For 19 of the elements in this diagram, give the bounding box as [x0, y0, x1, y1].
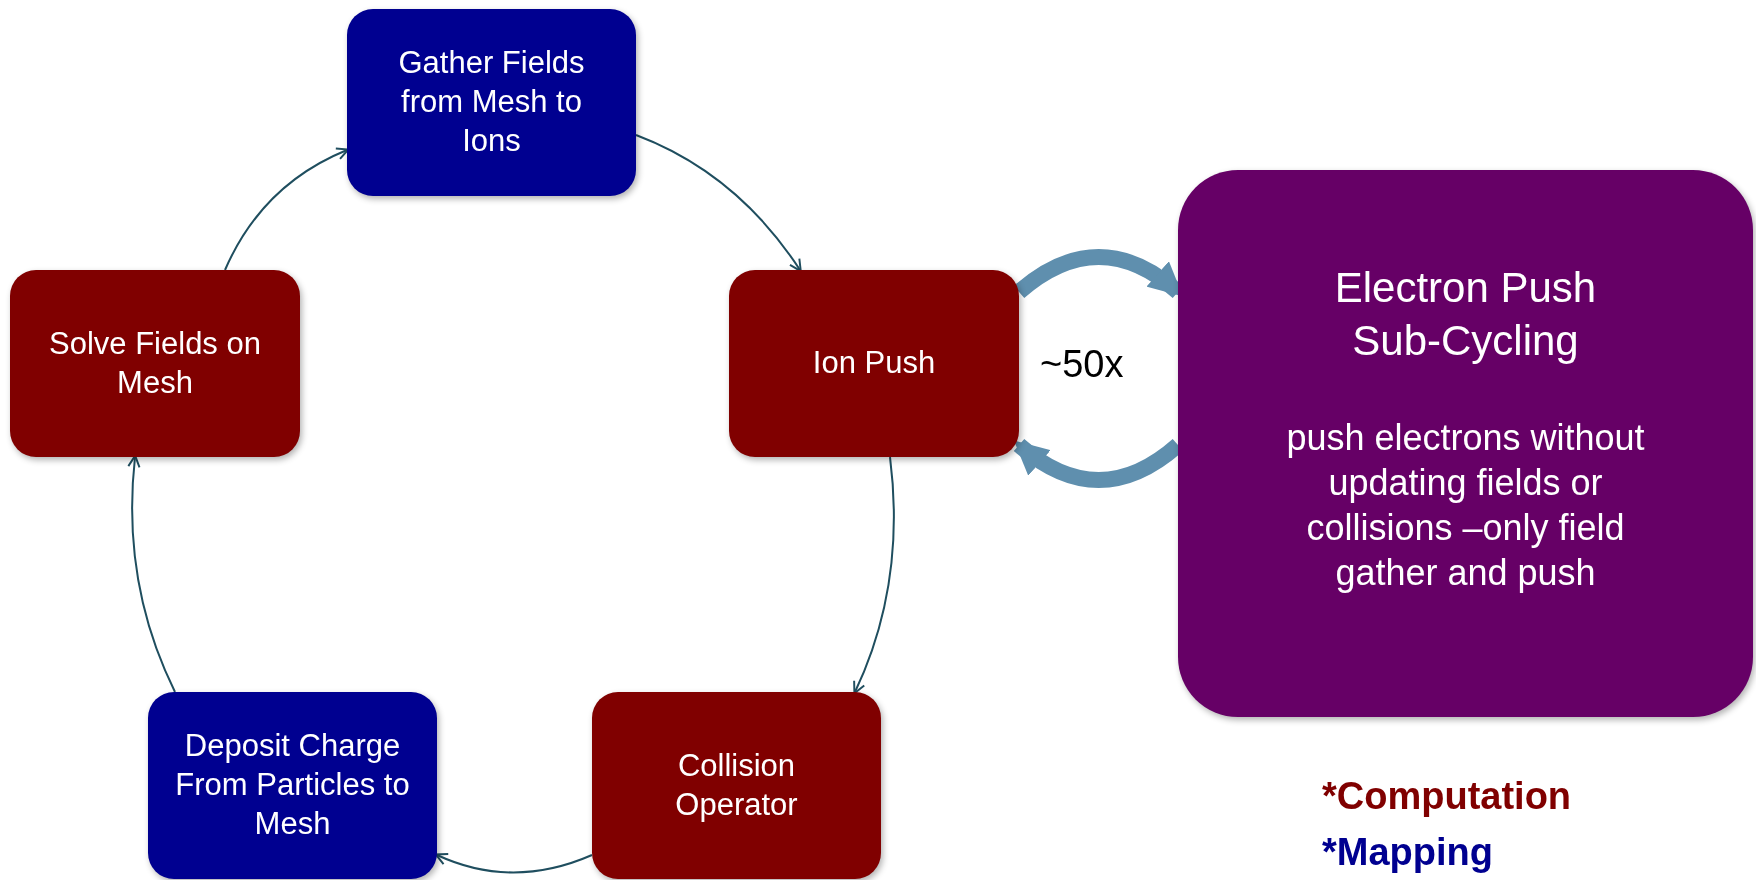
- process-box: [592, 692, 881, 879]
- process-box: [10, 270, 300, 457]
- box-label: Gather Fields from Mesh to Ions: [397, 44, 586, 160]
- process-box: [347, 9, 636, 196]
- curved-arrow: [635, 134, 802, 273]
- box-label: Deposit Charge From Particles to Mesh: [174, 727, 411, 843]
- panel-title: Electron Push Sub-Cycling: [1333, 263, 1598, 366]
- box-label: Ion Push: [812, 344, 936, 383]
- curved-arrow: [127, 454, 176, 693]
- process-box: [148, 692, 437, 879]
- process-box: [729, 270, 1019, 457]
- box-label: Collision Operator: [674, 746, 799, 824]
- process-panel: [1178, 170, 1753, 717]
- box-label: Solve Fields on Mesh: [48, 324, 262, 402]
- legend-entry: *Computation: [1322, 775, 1572, 818]
- repeat-count: ~50x: [1040, 343, 1124, 386]
- legend-entry: *Mapping: [1322, 831, 1493, 874]
- panel-description: push electrons without updating fields or collisions –only field gather and push: [1285, 416, 1646, 595]
- curved-arrow: [852, 456, 895, 695]
